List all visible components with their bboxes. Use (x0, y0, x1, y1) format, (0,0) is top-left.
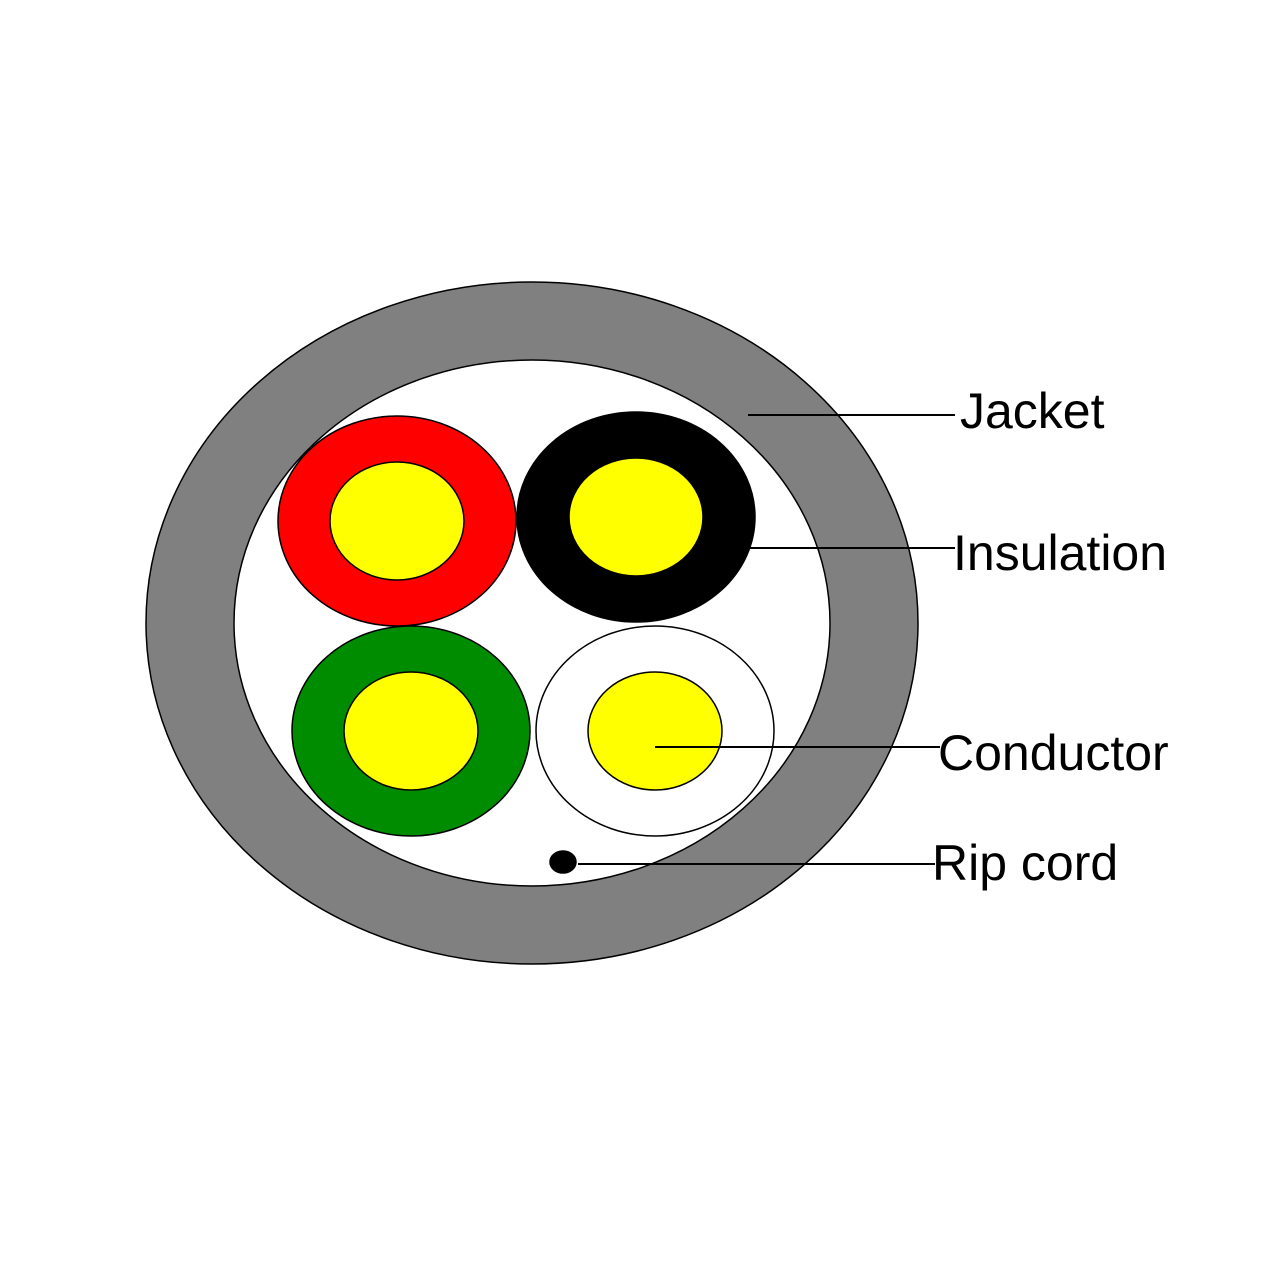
rip-cord-label: Rip cord (932, 835, 1118, 891)
wire-green (291, 625, 531, 837)
wire-black (516, 411, 756, 623)
conductor-white (587, 671, 723, 791)
jacket (145, 281, 919, 965)
conductor-red (329, 461, 465, 581)
wire-white (535, 625, 775, 837)
rip-cord (549, 850, 577, 874)
conductor-green (343, 671, 479, 791)
wire-red (277, 415, 517, 627)
conductor-label: Conductor (938, 725, 1169, 781)
insulation-label: Insulation (953, 525, 1167, 581)
conductor-black (568, 457, 704, 577)
jacket-label: Jacket (960, 383, 1105, 439)
